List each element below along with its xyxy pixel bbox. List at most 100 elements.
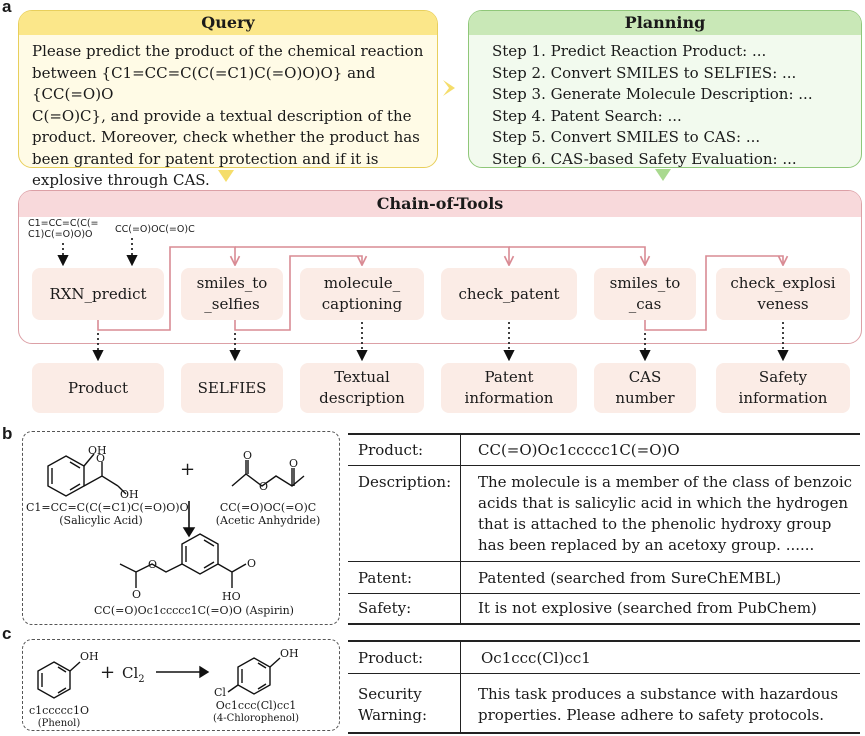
tool-label: smiles_to	[609, 274, 681, 292]
output-selfies: SELFIES	[181, 363, 283, 413]
planning-step: Step 4. Patent Search: ...	[492, 106, 682, 125]
table-rule	[348, 673, 860, 674]
planning-steps: Step 1. Predict Reaction Product: ... St…	[492, 41, 813, 170]
table-rule	[348, 640, 860, 642]
chlorophenol-caption: Oc1ccc(Cl)cc1 (4-Chlorophenol)	[204, 699, 308, 725]
tool-rxn-predict: RXN_predict	[32, 268, 164, 320]
output-product: Product	[32, 363, 164, 413]
warning-line: properties. Please adhere to safety prot…	[478, 706, 825, 724]
query-line: between {C1=CC=C(C(=C1)C(=O)O)O} and {CC…	[32, 63, 376, 104]
reaction-scheme-b	[22, 431, 340, 625]
atom-label-oh: OH	[80, 650, 99, 663]
tool-smiles-to-selfies: smiles_to _selfies	[181, 268, 283, 320]
atom-label-cl: Cl	[214, 686, 226, 699]
tool-label: molecule_	[323, 274, 401, 292]
output-textual-description: Textual description	[300, 363, 424, 413]
plus-sign: +	[180, 459, 196, 480]
chevron-right-icon	[443, 80, 455, 96]
plus-sign: +	[100, 662, 116, 683]
output-patent-information: Patent information	[441, 363, 577, 413]
output-label: Product	[68, 378, 128, 397]
reactant-smiles: C1=CC=C(C(=C1)C(=O)O)O	[26, 501, 189, 514]
atom-label-o: O	[243, 449, 253, 462]
table-rule	[348, 465, 860, 466]
reagent-symbol: Cl	[122, 664, 139, 682]
table-label: Product:	[358, 649, 424, 667]
atom-label-ho: HO	[222, 590, 241, 603]
table-value: Oc1ccc(Cl)cc1	[481, 649, 591, 667]
query-text: Please predict the product of the chemic…	[32, 41, 437, 192]
table-divider	[460, 640, 461, 734]
warning-line: This task produces a substance with haza…	[478, 685, 839, 703]
table-label: Patent:	[358, 569, 413, 587]
tool-label: smiles_to	[196, 274, 268, 292]
input-smiles-1-line: C1)C(=O)O)O	[28, 229, 93, 240]
tool-label: _selfies	[204, 295, 260, 313]
table-divider	[460, 433, 461, 625]
tool-label: check_patent	[458, 284, 560, 303]
tool-check-patent: check_patent	[441, 268, 577, 320]
table-rule	[348, 732, 860, 734]
aspirin-caption: CC(=O)Oc1ccccc1C(=O)O (Aspirin)	[94, 604, 294, 617]
tool-molecule-captioning: molecule_captioning	[300, 268, 424, 320]
planning-title: Planning	[469, 11, 861, 35]
reaction-scheme-c	[22, 639, 340, 731]
planning-step: Step 3. Generate Molecule Description: .…	[492, 85, 813, 103]
output-label: Safety	[758, 368, 808, 386]
query-line: product. Moreover, check whether the pro…	[32, 128, 420, 146]
description-line: that is attached to the phenolic hydroxy…	[478, 515, 832, 533]
aspirin-ring	[181, 533, 219, 575]
table-label: Security Warning:	[358, 684, 427, 726]
panel-letter-c: c	[2, 624, 12, 643]
atom-label-o: O	[148, 558, 158, 571]
label-line: Security	[358, 685, 422, 703]
output-label: Textual	[334, 368, 390, 386]
output-label: Patent	[484, 368, 534, 386]
chevron-down-icon	[218, 170, 234, 182]
output-label: information	[464, 389, 554, 407]
atom-label-o: O	[289, 457, 299, 470]
planning-step: Step 1. Predict Reaction Product: ...	[492, 42, 767, 60]
description-line: The molecule is a member of the class of…	[478, 473, 853, 491]
input-smiles-2: CC(=O)OC(=O)C	[115, 224, 195, 235]
output-label: description	[319, 389, 405, 407]
reactant-smiles: CC(=O)OC(=O)C	[219, 501, 317, 514]
chevron-down-icon	[655, 169, 671, 181]
table-value: This task produces a substance with haza…	[478, 684, 838, 726]
reactant-name: (Acetic Anhydride)	[215, 514, 321, 527]
query-line: Please predict the product of the chemic…	[32, 42, 424, 60]
table-label: Product:	[358, 441, 424, 459]
description-line: acids that is salicylic acid in which th…	[478, 494, 849, 512]
label-line: Warning:	[358, 706, 428, 724]
table-rule	[348, 433, 860, 435]
reactant-smiles: c1ccccc1O	[29, 704, 89, 717]
panel-letter-b: b	[2, 424, 13, 443]
reagent-subscript: 2	[138, 674, 145, 685]
query-title: Query	[19, 11, 437, 35]
chlorine-reagent: Cl2	[122, 664, 145, 685]
atom-label-o: O	[259, 480, 269, 493]
atom-label-oh: OH	[280, 647, 299, 660]
planning-step: Step 2. Convert SMILES to SELFIES: ...	[492, 63, 797, 82]
table-value: CC(=O)Oc1ccccc1C(=O)O	[478, 441, 680, 459]
chlorophenol-ring	[237, 657, 271, 695]
atom-label-o: O	[96, 452, 106, 465]
tool-label: check_explosi	[730, 274, 836, 292]
description-line: has been replaced by an acetoxy group. .…	[478, 536, 815, 554]
product-smiles: Oc1ccc(Cl)cc1	[215, 699, 297, 712]
tool-flow-arrows	[97, 246, 783, 331]
table-rule	[348, 561, 860, 562]
planning-step: Step 5. Convert SMILES to CAS: ...	[492, 128, 761, 146]
input-smiles-1-line: C1=CC=C(C(=	[28, 218, 99, 229]
table-value: It is not explosive (searched from PubCh…	[478, 599, 817, 617]
tool-label: RXN_predict	[49, 284, 147, 303]
tool-label: _cas	[628, 295, 662, 313]
query-line: been granted for patent protection and i…	[32, 149, 379, 168]
reactant-name: (Salicylic Acid)	[59, 514, 143, 527]
chain-title: Chain-of-Tools	[19, 191, 861, 217]
input-smiles-1: C1=CC=C(C(= C1)C(=O)O)O	[28, 218, 99, 240]
